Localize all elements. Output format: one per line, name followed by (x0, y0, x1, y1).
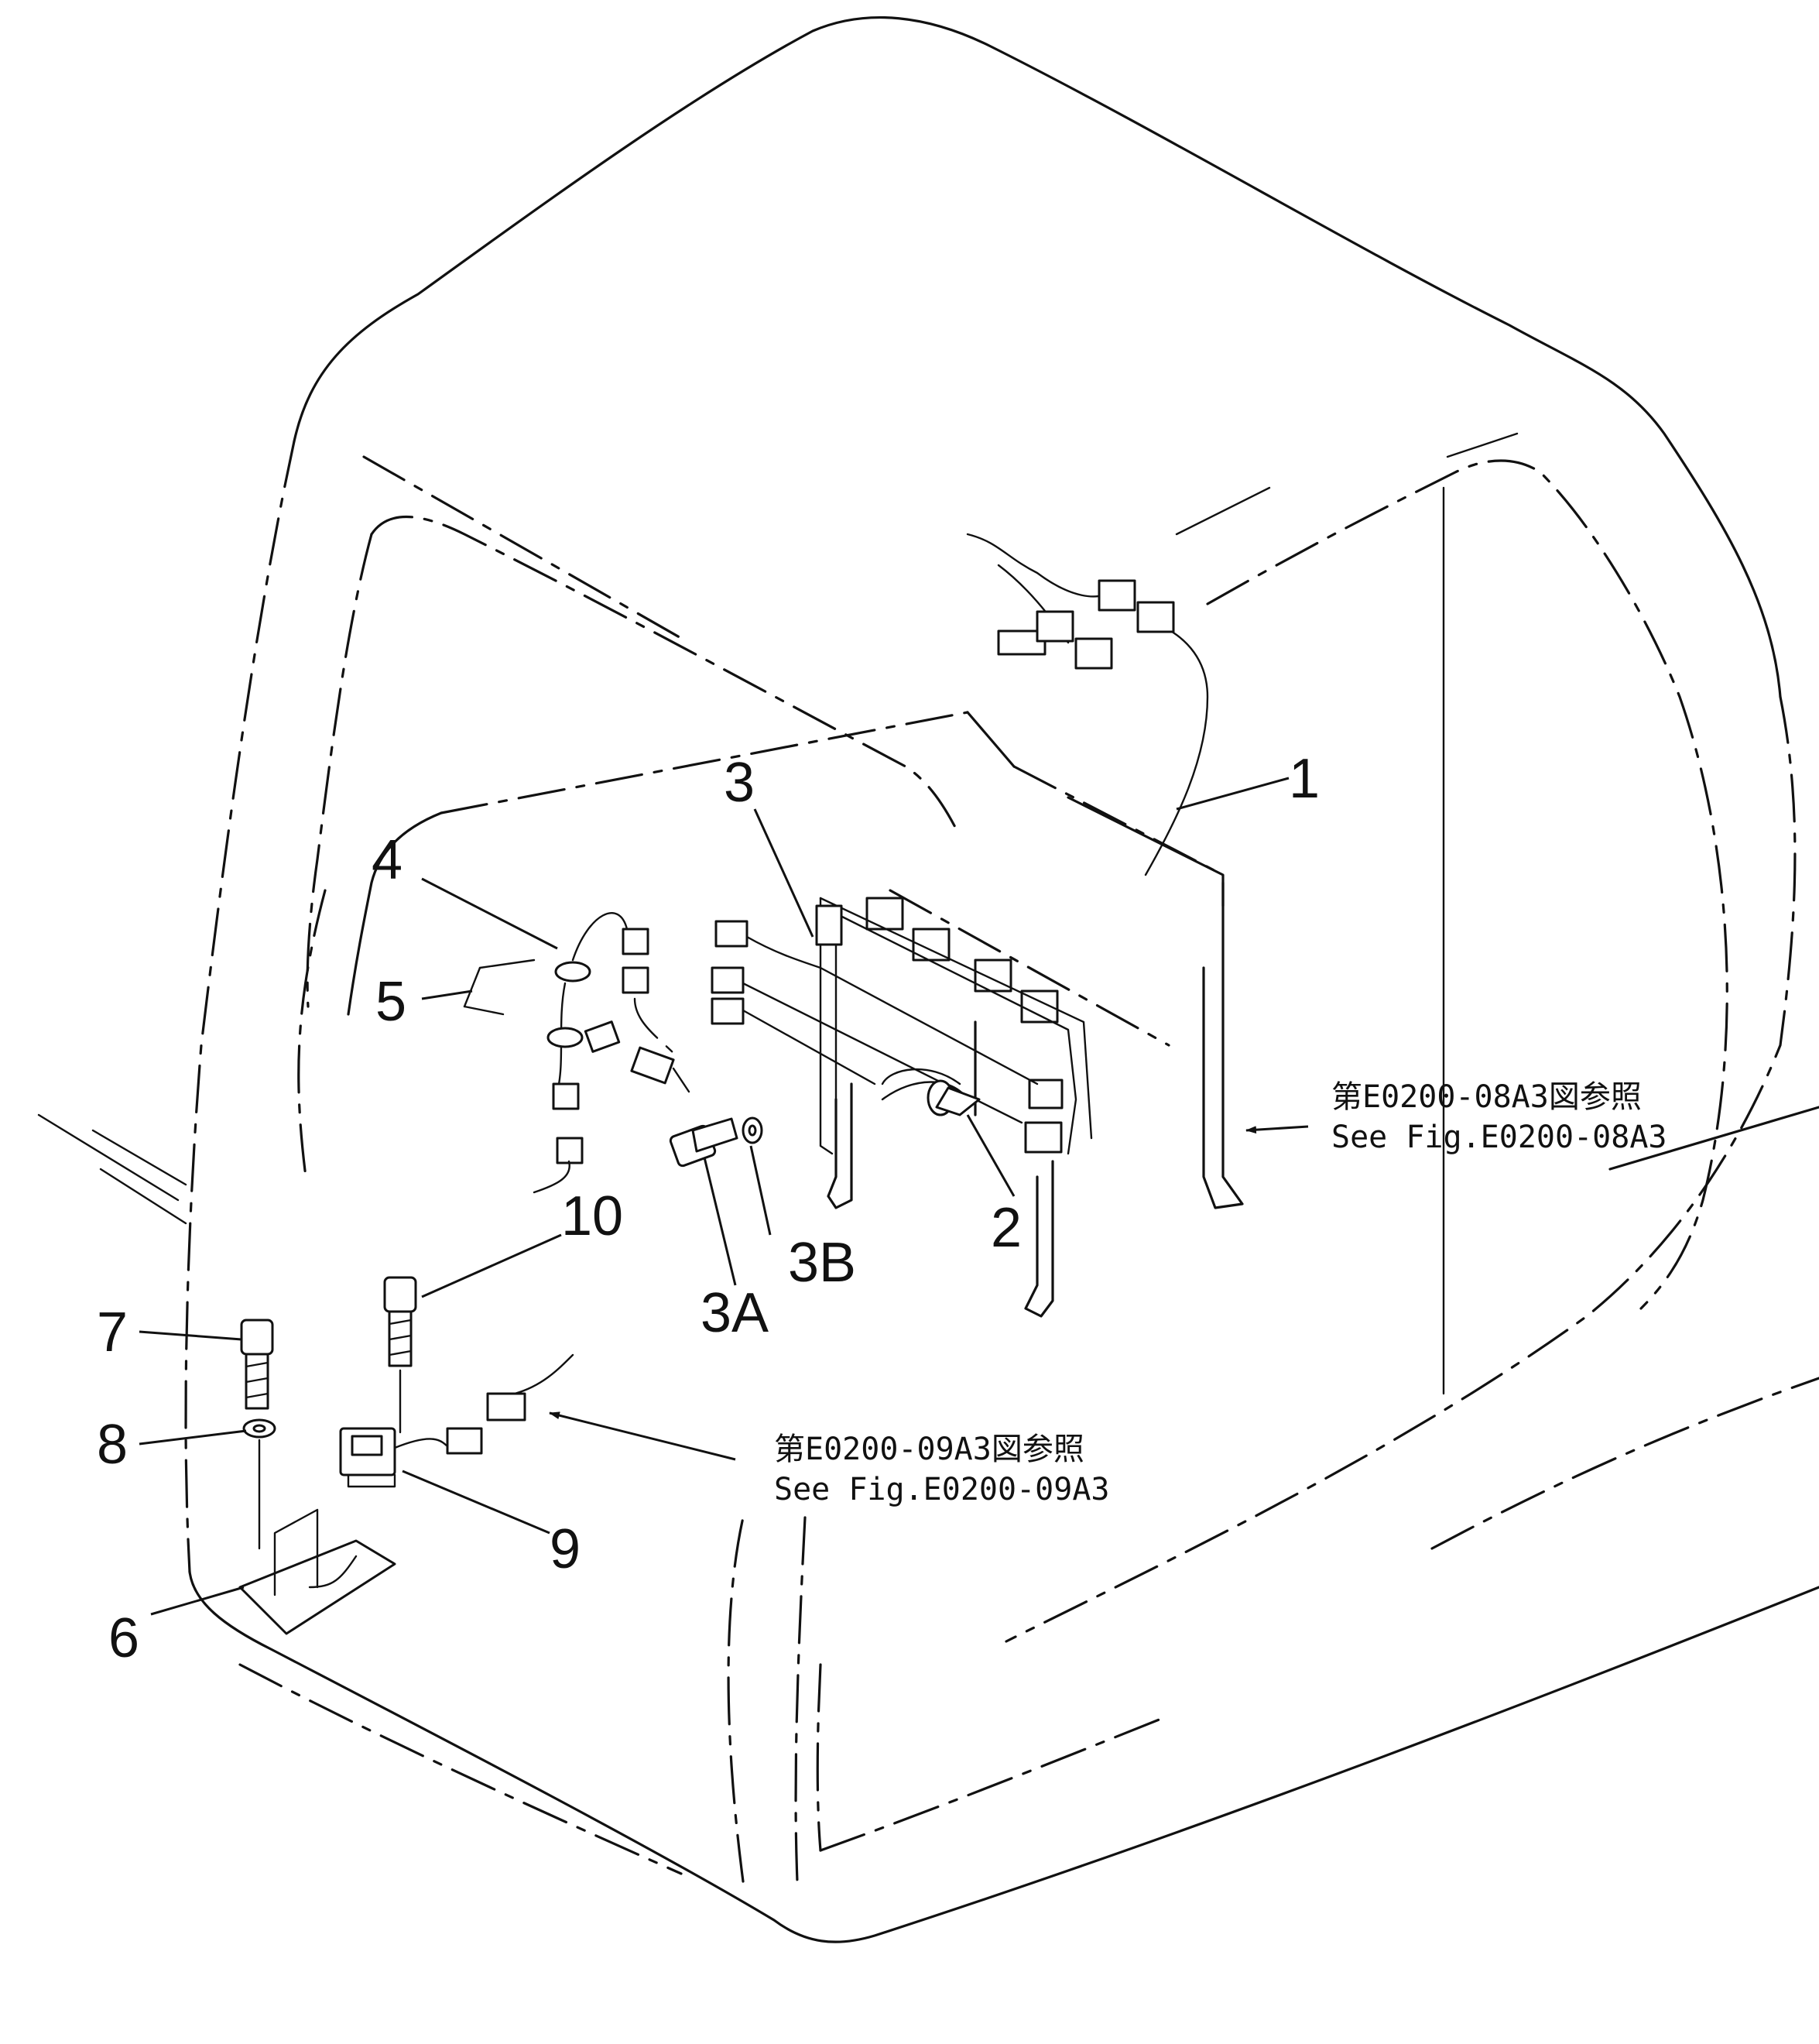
part-3-harness (711, 897, 1093, 1155)
console (347, 711, 1244, 1318)
callout-3b: 3B (788, 1232, 856, 1294)
callout-1: 1 (1289, 748, 1320, 810)
part-3b-washer (742, 1116, 763, 1144)
part-2-clamp (927, 1079, 981, 1116)
callout-3: 3 (724, 752, 755, 814)
callout-4: 4 (372, 829, 403, 891)
callouts: 1 2 3 3A 3B 4 5 6 7 8 9 10 (97, 748, 1320, 1669)
callout-9: 9 (550, 1518, 581, 1580)
cab-outline (37, 15, 1819, 1943)
part-3a-bolt (669, 1117, 738, 1168)
callout-7: 7 (97, 1302, 128, 1363)
reference-a-japanese: 第E0200-08A3図参照 (1331, 1079, 1642, 1115)
part-8-washer (242, 1418, 276, 1550)
reference-a-english: See Fig.E0200-08A3 (1331, 1120, 1667, 1155)
callout-8: 8 (97, 1414, 128, 1476)
part-5-bands (463, 959, 591, 1048)
callout-5: 5 (375, 971, 406, 1033)
callout-3a: 3A (701, 1282, 769, 1344)
part-7-bolt (240, 1319, 274, 1410)
part-10-bolt (383, 1276, 417, 1434)
part-4-harness (533, 912, 690, 1194)
callout-10: 10 (561, 1185, 623, 1247)
part-6-bracket (238, 1508, 396, 1635)
reference-notes: 第E0200-08A3図参照 See Fig.E0200-08A3 第E0200… (774, 1079, 1667, 1507)
callout-2: 2 (991, 1197, 1022, 1259)
part-9-relay (339, 1353, 574, 1488)
reference-b-english: See Fig.E0200-09A3 (774, 1472, 1109, 1507)
leader-lines (139, 777, 1309, 1616)
part-1-harness (966, 533, 1209, 876)
callout-6: 6 (108, 1607, 139, 1669)
reference-b-japanese: 第E0200-09A3図参照 (774, 1432, 1084, 1467)
